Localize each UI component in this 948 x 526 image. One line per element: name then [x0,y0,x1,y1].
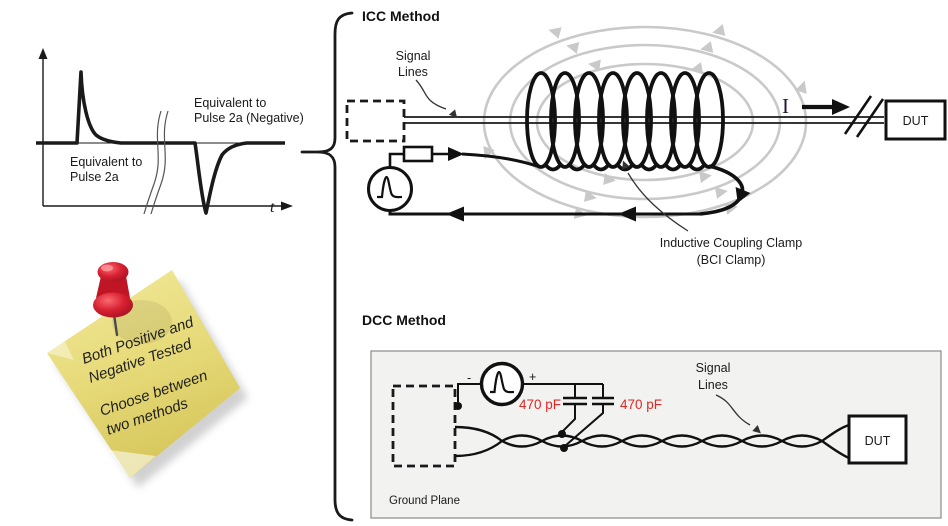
plus-terminal-label: + [529,370,536,384]
resistor-icon [402,145,434,163]
field-ellipse [508,43,782,201]
return-arrowhead-icon [618,206,636,222]
dcc-signal-lines-label: Signal [696,361,731,375]
current-direction-arrowhead-icon [832,99,850,115]
clamp-label-arrowhead-icon [622,160,630,170]
icc-signal-lines-label: Lines [398,65,428,79]
axis-break-mark [143,110,162,215]
dcc-label-arrow [715,394,751,426]
icc-label-arrowhead-icon [448,109,458,119]
icc-dut-label: DUT [903,114,929,128]
pulse-symbol [490,370,515,394]
clamp-label-arrow [627,172,689,232]
node-dot [454,402,462,410]
current-arrowhead-icon [448,147,464,161]
line-break-slash [843,95,873,135]
pulse-symbol [377,175,403,199]
dcc-title: DCC Method [362,312,446,328]
pulse-curve [36,70,285,215]
return-wire [388,210,700,216]
pin-stem [96,276,130,298]
methods-brace [300,11,354,522]
note-paper [47,270,240,478]
capacitor-value-left: 470 pF [519,397,561,412]
positive-pulse-label: Pulse 2a [70,170,119,184]
note-fold-corner [109,450,156,478]
negative-pulse-label: Equivalent to [194,96,266,110]
current-label: I [782,94,789,118]
pin-head [97,262,129,282]
icc-signal-lines [403,116,884,124]
field-arrows [483,24,807,219]
line-break-slash [855,98,885,138]
pushpin-icon [93,262,133,337]
sticky-note: Both Positive and Negative Tested Choose… [47,262,248,488]
icc-dut-box [884,99,947,141]
y-axis-arrow-icon [38,48,48,59]
inductive-clamp-coil [525,71,725,172]
axis-break-mark [150,110,169,215]
dcc-wiring [457,383,614,447]
positive-pulse-label: Equivalent to [70,155,142,169]
pulse-waveform-plot: Equivalent to Pulse 2a Equivalent to Pul… [36,48,304,216]
field-ellipse [482,25,808,219]
icc-method-diagram: ICC Method [345,8,947,267]
clamp-label: (BCI Clamp) [697,253,766,267]
return-arrowhead-icon [446,206,464,222]
ground-plane-panel [370,350,942,519]
dcc-method-diagram: DCC Method - + 470 pF 470 pF Signal Line… [362,312,942,519]
minus-terminal-label: - [467,371,471,385]
dcc-label-arrowhead-icon [752,425,761,434]
pin-base [93,292,133,318]
dcc-signal-lines-label: Lines [698,378,728,392]
twisted-pair-signal-lines [454,423,850,460]
time-axis-label: t [270,199,275,216]
dcc-dut-label: DUT [865,434,891,448]
hook-arrowhead-icon [735,187,751,203]
x-axis-arrow-icon [281,201,293,211]
pin-needle [112,312,119,337]
pin-highlight [101,264,113,272]
icc-title: ICC Method [362,8,440,24]
field-ellipse [535,62,755,182]
capacitor-value-right: 470 pF [620,397,662,412]
curly-brace [317,11,354,522]
negative-pulse-label: Pulse 2a (Negative) [194,111,304,125]
note-fold-corner [47,332,74,360]
ground-plane-label: Ground Plane [389,495,460,507]
icc-signal-lines-label: Signal [396,49,431,63]
clamp-label: Inductive Coupling Clamp [660,236,802,250]
icc-source-dashed-box [345,99,406,143]
icc-label-arrow [415,79,447,110]
dcc-dut-box [847,414,908,465]
magnetic-field-lines [482,24,808,219]
dcc-source-dashed-box [391,384,457,468]
icc-drive-circuit [367,145,751,222]
